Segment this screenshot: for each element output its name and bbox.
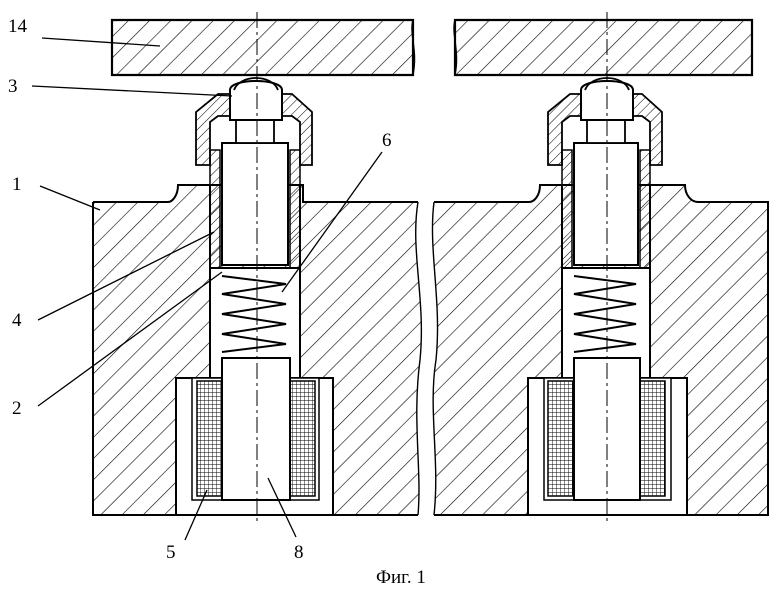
callout-2: 2: [12, 398, 22, 419]
callout-6: 6: [382, 130, 392, 151]
callout-3: 3: [8, 76, 18, 97]
figure-caption: Фиг. 1: [376, 567, 426, 588]
callout-1: 1: [12, 174, 22, 195]
callout-8: 8: [294, 542, 304, 563]
plate-14: [112, 20, 752, 75]
callout-4: 4: [12, 310, 22, 331]
callout-5: 5: [166, 542, 176, 563]
callout-14: 14: [8, 16, 28, 37]
